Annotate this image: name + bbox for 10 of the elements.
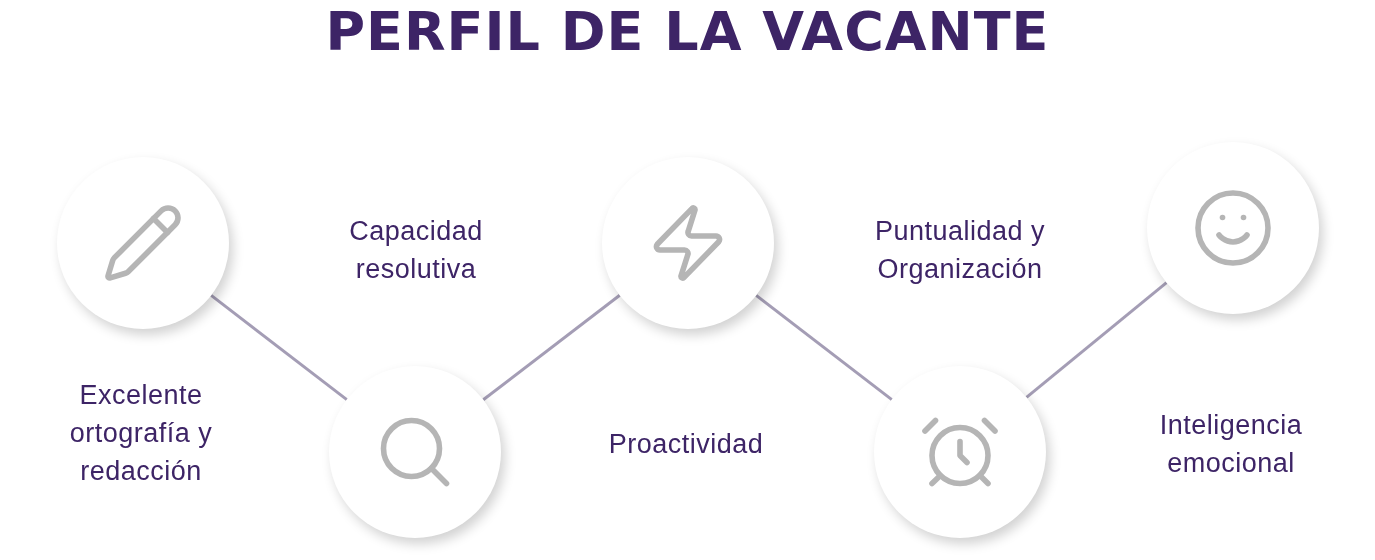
connector-line xyxy=(210,294,348,401)
title: PERFIL DE LA VACANTE xyxy=(324,0,1051,63)
skill-label: Puntualidad y Organización xyxy=(873,215,1047,286)
connector-line xyxy=(482,294,621,401)
skill-label: Proactividad xyxy=(607,428,765,461)
connector-line xyxy=(1025,281,1168,399)
connector-line xyxy=(755,294,893,401)
skill-label: Inteligencia emocional xyxy=(1158,409,1304,480)
skill-label: Excelente ortografía y redacción xyxy=(68,379,214,488)
skill-label: Capacidad resolutiva xyxy=(348,215,484,286)
